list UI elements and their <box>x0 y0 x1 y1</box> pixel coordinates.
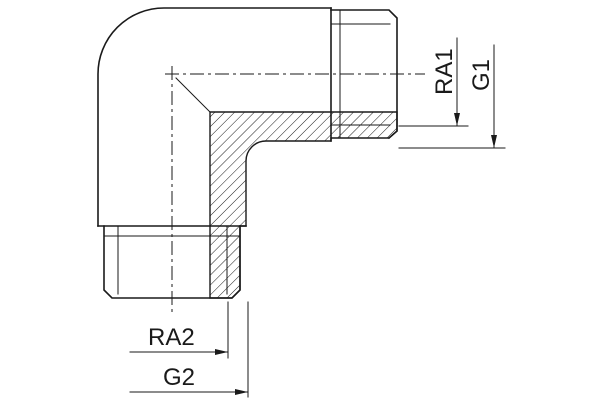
g1-arrowhead <box>491 135 497 148</box>
dimension-ra1: RA1 <box>398 37 469 127</box>
g1-label: G1 <box>468 59 495 91</box>
right-stud-outline <box>330 9 398 140</box>
ra2-label: RA2 <box>148 324 195 351</box>
centerlines <box>165 66 425 315</box>
g2-arrowhead <box>235 389 248 395</box>
bore-drill-cone-line <box>175 77 211 113</box>
dimension-g1: G1 <box>398 44 506 149</box>
dimension-ra2: RA2 <box>129 301 229 359</box>
hatched-wall-section <box>209 111 398 299</box>
right-threaded-stud <box>330 9 398 140</box>
ra2-arrowhead <box>215 349 228 355</box>
dimension-g2: G2 <box>129 301 249 398</box>
ra1-label: RA1 <box>431 48 458 95</box>
ra1-arrowhead <box>454 113 460 126</box>
body-outer-contour <box>97 7 332 227</box>
section-cut <box>209 111 398 299</box>
g2-label: G2 <box>163 364 195 391</box>
